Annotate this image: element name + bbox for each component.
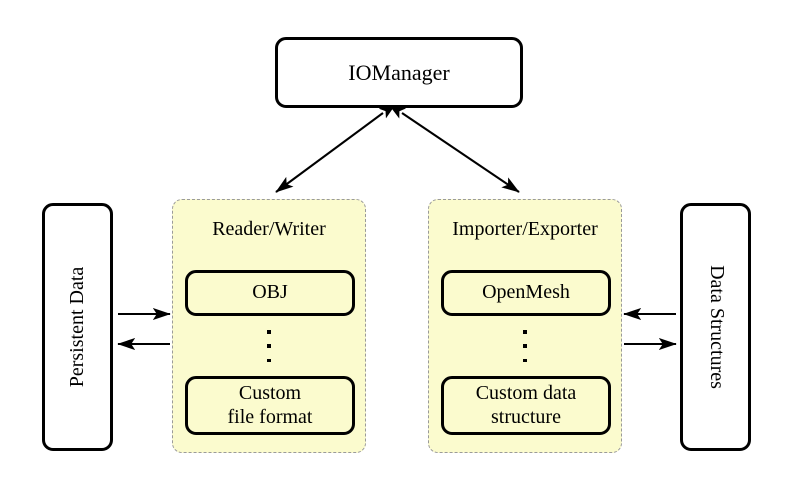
custom-data-structure-label-line1: Custom data bbox=[475, 381, 577, 404]
persistent-data-label: Persistent Data bbox=[65, 266, 88, 388]
arrow-manager-to-reader-writer bbox=[275, 102, 397, 193]
custom-file-format-label-line2: file format bbox=[227, 405, 313, 428]
group-reader-writer: Reader/Writer OBJ Custom file format bbox=[172, 199, 366, 453]
node-obj[interactable]: OBJ bbox=[185, 270, 355, 316]
ellipsis-importer-exporter bbox=[523, 330, 527, 362]
group-importer-exporter-title: Importer/Exporter bbox=[452, 218, 598, 240]
openmesh-label: OpenMesh bbox=[482, 281, 570, 304]
arrow-manager-to-importer-exporter bbox=[387, 103, 520, 193]
node-custom-file-format[interactable]: Custom file format bbox=[185, 376, 355, 435]
custom-data-structure-label-line2: structure bbox=[491, 405, 561, 428]
node-custom-data-structure[interactable]: Custom data structure bbox=[441, 376, 611, 435]
group-importer-exporter: Importer/Exporter OpenMesh Custom data s… bbox=[428, 199, 622, 453]
data-structures-label: Data Structures bbox=[705, 265, 728, 389]
iomanager-label: IOManager bbox=[348, 59, 450, 85]
node-iomanager[interactable]: IOManager bbox=[275, 37, 523, 108]
node-persistent-data[interactable]: Persistent Data bbox=[42, 203, 113, 451]
node-openmesh[interactable]: OpenMesh bbox=[441, 270, 611, 316]
custom-file-format-label-line1: Custom bbox=[238, 381, 302, 404]
ellipsis-reader-writer bbox=[267, 330, 271, 362]
obj-label: OBJ bbox=[252, 281, 288, 304]
node-data-structures[interactable]: Data Structures bbox=[680, 203, 751, 451]
group-reader-writer-title: Reader/Writer bbox=[212, 218, 326, 240]
